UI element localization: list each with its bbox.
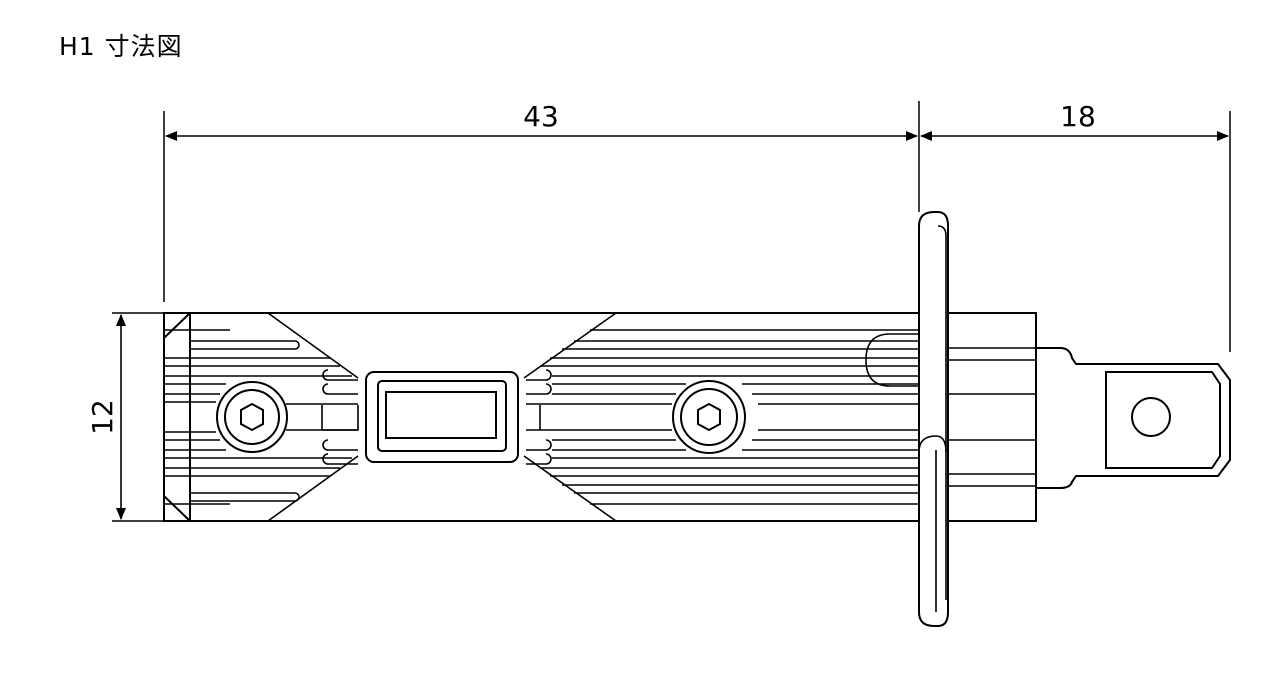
dimension-length-body: 43 [163,100,920,302]
base-collar-lines [948,347,1036,487]
mounting-flange [918,211,949,627]
dimension-label-terminal-length: 18 [1060,100,1096,133]
led-chip-block [365,371,519,463]
terminal-tab [1036,347,1231,489]
dimension-height-body: 12 [86,312,164,522]
screw-right-icon [672,380,746,454]
dimension-label-body-height: 12 [86,399,119,435]
dimension-label-body-length: 43 [523,100,559,133]
page-title: H1 寸法図 [59,32,183,61]
heatsink-right [523,312,919,522]
flange-detail [865,225,947,612]
screw-left-icon [216,381,288,453]
base-collar [947,312,1037,522]
dimension-length-terminal: 18 [920,100,1231,352]
heatsink-left [164,312,359,522]
bulb-body [163,312,920,522]
